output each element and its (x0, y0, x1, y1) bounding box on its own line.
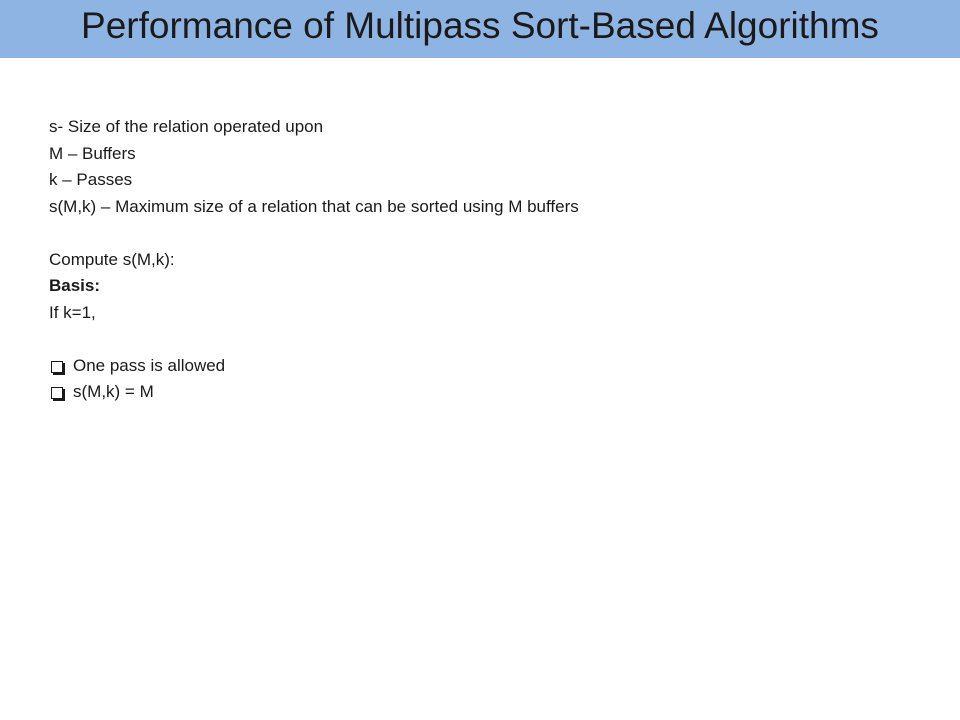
slide-title: Performance of Multipass Sort-Based Algo… (81, 5, 879, 46)
definition-line: s(M,k) – Maximum size of a relation that… (49, 196, 579, 216)
definition-line: s- Size of the relation operated upon (49, 117, 324, 136)
definition-line: k – Passes (49, 170, 133, 189)
bullet-item: s(M,k) = M (49, 379, 929, 406)
bullet-text: s(M,k) = M (73, 382, 154, 401)
definition-line: M – Buffers (49, 143, 136, 163)
title-bar: Performance of Multipass Sort-Based Algo… (0, 0, 960, 58)
bullet-item: One pass is allowed (49, 353, 929, 380)
compute-line: Compute s(M,k): (49, 249, 175, 269)
spacer (49, 220, 929, 247)
bullet-text: One pass is allowed (73, 355, 226, 375)
basis-label: Basis: (49, 276, 101, 295)
spacer (49, 326, 929, 353)
slide-body: s- Size of the relation operated upon M … (49, 114, 929, 406)
condition-line: If k=1, (49, 302, 96, 322)
checkbox-bullet-icon (51, 360, 63, 373)
checkbox-bullet-icon (51, 387, 63, 400)
